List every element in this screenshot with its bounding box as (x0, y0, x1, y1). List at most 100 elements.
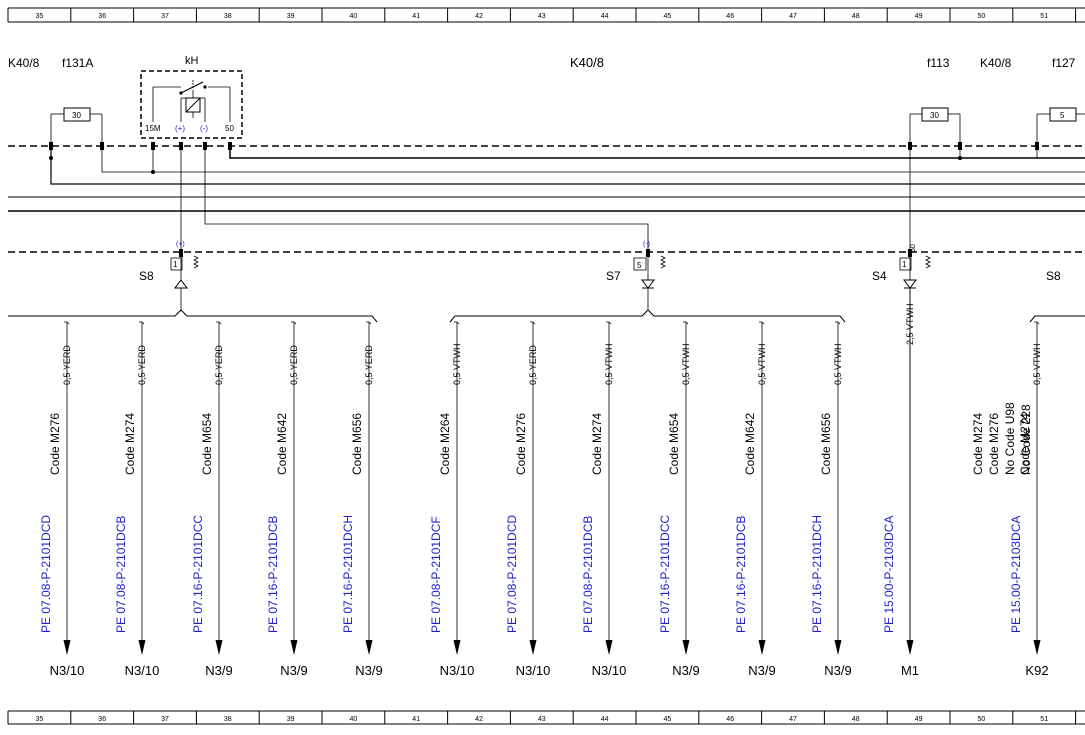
branch-document-ref[interactable]: PE 07.08-P-2101DCB (114, 516, 128, 633)
grid-column-label: 36 (98, 13, 106, 20)
arrow-down-icon (605, 640, 613, 655)
wire-junction-dots (49, 156, 962, 174)
branch-wire-label: 0,5 YERD (364, 345, 374, 385)
fuse-f131a (50, 107, 103, 146)
branch-destination: N3/9 (672, 663, 699, 678)
branch-document-ref[interactable]: PE 07.16-P-2101DCC (658, 515, 672, 633)
branch-4: 0,5 YERD Code M642 PE 07.16-P-2101DCB N3/9 (266, 321, 308, 678)
branch-destination: N3/9 (280, 663, 307, 678)
code-block-line-1: Code M274 (971, 413, 985, 475)
branch-code: Code M274 (123, 413, 137, 475)
connector-s8-left-label: S8 (139, 269, 154, 283)
wire-tick-icon (291, 321, 297, 325)
grid-column-label: 46 (726, 716, 734, 723)
grid-column-label: 49 (915, 13, 923, 20)
grid-column-label: 43 (538, 13, 546, 20)
wire-tick-icon (454, 321, 460, 325)
arrow-down-icon (290, 640, 298, 655)
distribution-bracket-left (8, 309, 378, 323)
grid-column-label: 41 (412, 716, 420, 723)
relay-pin-15m: 15M (145, 124, 161, 133)
connector-s7-signal: (-) (643, 241, 650, 248)
distribution-bracket-right (1029, 315, 1085, 323)
relay-label-kh: kH (185, 55, 199, 67)
branch-document-ref[interactable]: PE 07.08-P-2101DCD (39, 515, 53, 633)
branch-destination: N3/9 (824, 663, 851, 678)
grid-column-label: 40 (350, 13, 358, 20)
connector-s7-label: S7 (606, 269, 621, 283)
branch-destination: N3/10 (125, 663, 160, 678)
branch-code: Code M276 (48, 413, 62, 475)
grid-column-label: 45 (664, 13, 672, 20)
branch-wire-label: 0,5 YERD (289, 345, 299, 385)
fuse-f113 (909, 107, 961, 146)
branch-document-ref[interactable]: PE 07.16-P-2101DCB (734, 516, 748, 633)
arrow-down-icon (215, 640, 223, 655)
branch-document-ref[interactable]: PE 07.08-P-2101DCB (581, 516, 595, 633)
connector-s8-left-signal: (+) (176, 241, 185, 248)
branch-destination: N3/9 (355, 663, 382, 678)
branch-code: Code M654 (667, 413, 681, 475)
grid-column-label: 46 (726, 13, 734, 20)
branch-wire-label: 0,5 YERD (62, 345, 72, 385)
arrow-down-icon (63, 640, 71, 655)
branch-destination: K92 (1025, 663, 1048, 678)
fuse-label-f113: f113 (927, 56, 950, 70)
grid-column-label: 48 (852, 13, 860, 20)
branch-document-ref[interactable]: PE 07.08-P-2101DCF (429, 516, 443, 633)
branch-code: Code M642 (743, 413, 757, 475)
branch-document-ref[interactable]: PE 07.16-P-2101DCH (341, 515, 355, 633)
grid-column-label: 39 (287, 13, 295, 20)
component-label-k40-8-left: K40/8 (8, 56, 40, 70)
grid-column-label: 36 (98, 716, 106, 723)
code-block-line-3: No Code U98 (1003, 402, 1017, 475)
branch-code: Code M274 (590, 413, 604, 475)
branch-code: Code M642 (275, 413, 289, 475)
branch-document-ref[interactable]: PE 07.08-P-2101DCD (505, 515, 519, 633)
connector-s4-signal: 50 (910, 244, 917, 252)
branch-wire-label: 0,5 VTWH (757, 343, 767, 385)
branch-code: Code M276 (514, 413, 528, 475)
grid-column-label: 43 (538, 716, 546, 723)
fuse-label-f127: f127 (1052, 56, 1076, 70)
wire-tick-icon (683, 321, 689, 325)
branch-document-ref[interactable]: PE 15.00-P-2103DCA (1009, 516, 1023, 633)
branch-document-ref[interactable]: PE 07.16-P-2101DCB (266, 516, 280, 633)
relay-pin-minus: (-) (200, 124, 208, 133)
branch-document-ref[interactable]: PE 07.16-P-2101DCH (810, 515, 824, 633)
component-label-k40-8-right: K40/8 (980, 56, 1012, 70)
connector-s8-right-label: S8 (1046, 269, 1061, 283)
grid-column-label: 37 (161, 13, 169, 20)
fuse-f113-value: 30 (930, 111, 939, 120)
fuse-f127 (1036, 107, 1085, 146)
grid-column-label: 37 (161, 716, 169, 723)
grid-column-label: 35 (36, 716, 44, 723)
grid-column-label: 44 (601, 13, 609, 20)
branch-destination: N3/10 (592, 663, 627, 678)
branch-document-ref[interactable]: PE 15.00-P-2103DCA (882, 516, 896, 633)
branch-code: Code M656 (819, 413, 833, 475)
grid-column-label: 47 (789, 716, 797, 723)
branch-wire-label: 0,5 YERD (214, 345, 224, 385)
grid-column-label: 50 (978, 13, 986, 20)
branch-document-ref[interactable]: PE 07.16-P-2101DCC (191, 515, 205, 633)
relay-pin-50: 50 (225, 124, 234, 133)
wire-tick-icon (530, 321, 536, 325)
grid-column-label: 42 (475, 13, 483, 20)
branch-code: Code M264 (438, 413, 452, 475)
horizontal-wires (8, 146, 1085, 252)
wire-tick-icon (1034, 321, 1040, 325)
relay-kh (140, 70, 243, 139)
code-block: Code M274 Code M276 No Code U98 No Code … (971, 402, 1033, 475)
component-label-k40-8-center: K40/8 (570, 55, 604, 70)
connector-s8-left (170, 249, 199, 310)
grid-column-label: 47 (789, 13, 797, 20)
